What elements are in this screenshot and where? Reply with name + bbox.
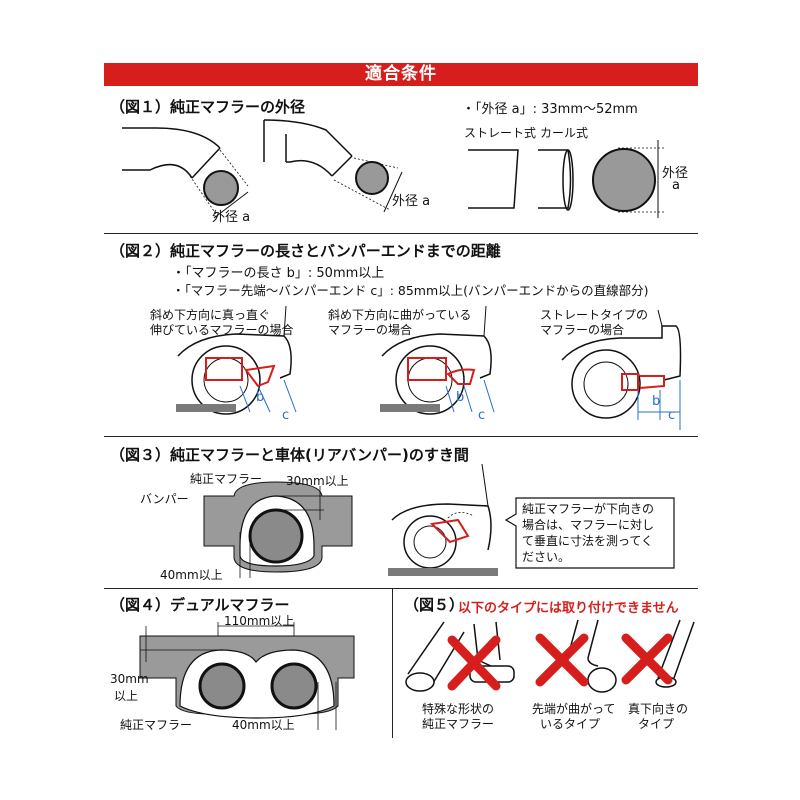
fig2-spec2: ・「マフラー先端～バンパーエンド c」: 85mm以上(バンパーエンドからの直線… — [172, 283, 649, 298]
fig3-note-line4: ださい。 — [522, 550, 571, 564]
fig2-case2-b: b — [456, 390, 465, 405]
fig1-types-drawing — [468, 140, 664, 218]
fig5-type3-line1: 真下向きの — [628, 702, 689, 716]
fig4-title: デュアルマフラー — [170, 596, 290, 614]
fig5-type2-line1: 先端が曲がって — [532, 702, 616, 716]
fig1-spec: ・「外径 a」: 33mm～52mm — [462, 102, 638, 117]
fig4-muffler-label: 純正マフラー — [120, 718, 193, 732]
fig4-gap-top-line1: 30mm — [110, 672, 149, 686]
fig2-case3-line1: ストレートタイプの — [540, 308, 649, 322]
fig2-label: （図２） — [110, 242, 171, 260]
fig3-car-drawing — [388, 463, 498, 576]
fig5-type1-line1: 特殊な形状の — [422, 702, 495, 716]
fig2-case1-line2: 伸びているマフラーの場合 — [150, 323, 294, 337]
fig5-label: （図５） — [404, 596, 465, 614]
fig3-muffler-label: 純正マフラー — [190, 472, 263, 486]
fig2-case3-drawing — [561, 309, 682, 430]
fig1-dim-a-line1: 外径 — [662, 166, 689, 181]
fig2-title: 純正マフラーの長さとバンパーエンドまでの距離 — [170, 242, 501, 260]
fig2-spec1: ・「マフラーの長さ b」: 50mm以上 — [172, 266, 385, 281]
fig5-type1-drawing — [405, 621, 515, 692]
fig1-type-straight: ストレート式 — [464, 126, 537, 140]
fig2-case2-line2: マフラーの場合 — [328, 323, 413, 337]
fig1-dim-a-left: 外径 a — [212, 210, 251, 225]
fig4-gap-between: 110mm以上 — [224, 614, 295, 628]
fig2-case3-b: b — [652, 394, 661, 409]
fig1-muffler-drawing-2 — [263, 119, 403, 213]
divider-3 — [104, 588, 698, 589]
fig3-note-line1: 純正マフラーが下向きの — [522, 502, 655, 516]
fig3-note-line3: て垂直に寸法を測ってく — [522, 534, 654, 548]
fig1-type-curl: カール式 — [540, 126, 589, 140]
fig5-type3-drawing — [621, 619, 695, 688]
fig4-gap-side: 40mm以上 — [232, 718, 295, 732]
divider-1 — [104, 233, 698, 234]
fig1-title: 純正マフラーの外径 — [170, 98, 306, 116]
fig2-case2-c: c — [478, 408, 486, 423]
fig3-gap-top: 30mm以上 — [286, 474, 349, 488]
fig4-label: （図４） — [110, 596, 171, 614]
fig3-note-line2: 場合は、マフラーに対し — [522, 518, 655, 532]
fig5-title: 以下のタイプには取り付けできません — [458, 601, 679, 616]
fig2-case1-drawing — [176, 305, 297, 415]
fig2-case2-line1: 斜め下方向に曲がっている — [328, 308, 472, 322]
fig1-muffler-drawing-1 — [122, 127, 249, 219]
title-banner: 適合条件 — [104, 63, 698, 86]
fig3-bumper-drawing — [203, 481, 353, 578]
fig2-case1-c: c — [282, 408, 290, 423]
fig3-gap-side: 40mm以上 — [160, 568, 223, 582]
fig3-title: 純正マフラーと車体(リアバンパー)のすき間 — [170, 446, 469, 464]
fig5-type3-line2: タイプ — [638, 717, 675, 731]
fig2-case1-b: b — [256, 390, 265, 405]
divider-4 — [392, 588, 393, 738]
fig2-case2-drawing — [380, 305, 495, 415]
fig3-note-bubble — [504, 497, 675, 569]
fig2-case3-c: c — [668, 408, 676, 423]
fig5-type2-line2: いるタイプ — [540, 717, 601, 731]
fig5-type1-line2: 純正マフラー — [422, 717, 495, 731]
fig3-bumper-label: バンパー — [140, 492, 189, 506]
fig2-case3-line2: マフラーの場合 — [540, 323, 625, 337]
fig1-label: （図１） — [110, 98, 171, 116]
fig1-dim-a-right: 外径 a — [392, 194, 431, 209]
fig1-dim-a-line2: a — [672, 178, 680, 193]
fig4-gap-top-line2: 以上 — [114, 689, 139, 703]
fig3-label: （図３） — [110, 446, 171, 464]
fig5-type2-drawing — [535, 619, 617, 693]
divider-2 — [104, 436, 698, 437]
fig2-case1-line1: 斜め下方向に真っ直ぐ — [150, 308, 271, 322]
fig4-dual-drawing — [139, 622, 355, 730]
